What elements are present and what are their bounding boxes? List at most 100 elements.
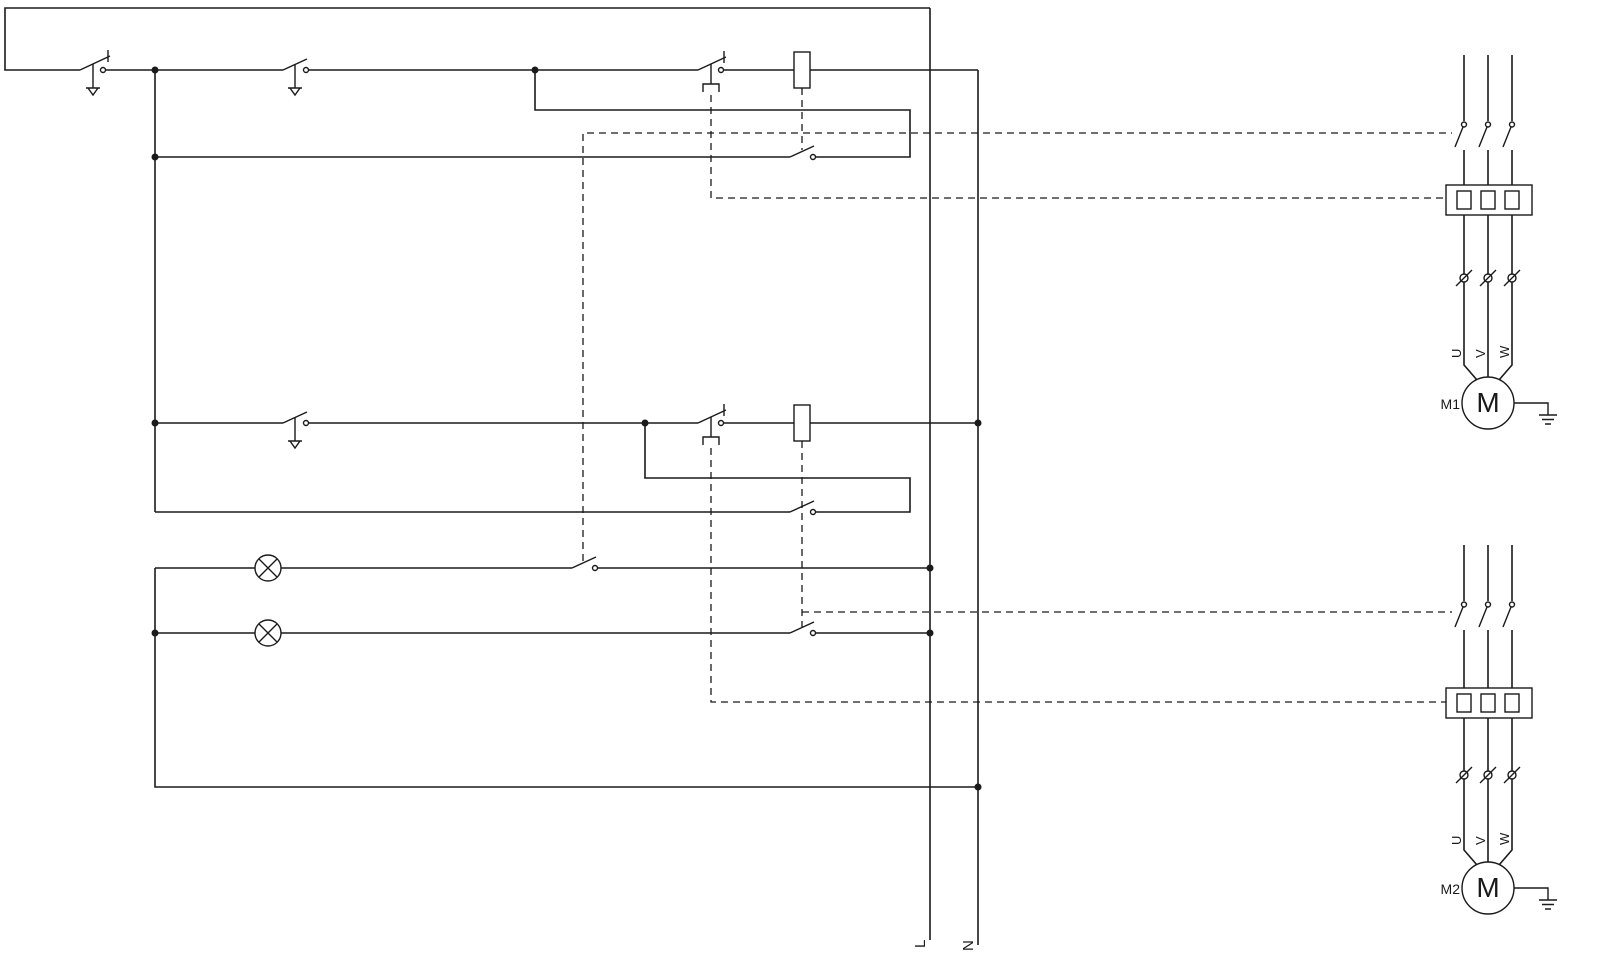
m2-contactor-poles [1454,601,1516,628]
motor-m2: M M2 [1441,861,1515,915]
heater-element [1480,190,1496,210]
junction-dot [974,419,982,427]
contact-terminal [1508,601,1516,608]
motor-letter: M [1476,872,1499,903]
terminal-slashes [1455,766,1521,784]
m2-lower-leads-b [1463,779,1513,866]
motor-name-label: M2 [1441,881,1461,897]
m2-overload-relay [1445,687,1533,719]
contact-terminal [302,419,310,427]
neutral-rail-label: N [960,940,977,951]
junction-dot [151,419,159,427]
overload1-linkage [710,95,1446,199]
contact-terminal [809,508,817,516]
m1-phase-label-w: W [1497,345,1512,358]
coil-k2 [793,404,811,442]
m1-contactor-poles [1454,121,1516,148]
no-contact-arm [789,145,815,158]
motor-m1: M M1 [1441,376,1515,430]
overload2-linkage [710,448,1446,703]
heater-element [1456,190,1472,210]
m1-mid-leads [1463,150,1513,185]
contact-terminal [99,66,107,74]
overload-relay-box [1445,687,1533,719]
holding-contact-k1 [789,145,817,161]
pushbutton-actuator-icon [288,417,302,450]
supply-frame-line [4,7,930,71]
contact-terminal [1484,601,1492,608]
heater-element [1504,693,1520,713]
emergency-stop-button [79,50,111,97]
motor-letter: M [1476,387,1499,418]
terminal-slashes [1455,269,1521,287]
m2-supply-leads [1463,545,1513,601]
contact-terminal [591,564,599,572]
control-circuit: L N [4,7,1452,951]
holding-contact-k2 [789,500,817,516]
motor-branch-m1: U V W M M1 [1441,55,1557,430]
coil-k1 [793,51,811,89]
contact-terminal [717,66,725,74]
pushbutton-actuator-icon [86,64,100,97]
overload-contact-1 [697,51,727,92]
m2-cable-terminals [1455,766,1521,784]
m1-supply-leads [1463,55,1513,121]
m2-lower-leads-a [1463,718,1513,771]
heater-element [1456,693,1472,713]
junction-dot [926,564,934,572]
thermal-overload-icon [702,417,720,445]
junction-dot [151,66,159,74]
contact-terminal [809,629,817,637]
contact-terminal [1508,121,1516,128]
no-contact-arm [571,556,597,569]
m1-lower-leads-b [1463,282,1513,381]
m2-phase-label-v: V [1473,836,1488,845]
motor-branch-m2: U V W M M2 [1441,545,1557,915]
contact-terminal [809,153,817,161]
junction-dot [151,629,159,637]
contact-terminal [717,419,725,427]
m2-phase-label-w: W [1497,832,1512,845]
lamp-switch-k1 [571,556,599,572]
m1-phase-label-v: V [1473,349,1488,358]
mechanical-linkages [582,88,1452,703]
overload-relay-box [1445,184,1533,216]
nc-contact-arm [79,50,111,71]
nc-contact-arm [697,404,727,424]
ground-symbol-m2 [1514,887,1557,910]
lamp-switch-k2 [789,621,817,637]
m2-phase-label-u: U [1449,836,1464,845]
k1-contact-linkage [582,132,1452,561]
thermal-overload-icon [702,64,720,92]
holding-branch-k2-wire [155,423,911,513]
junction-dot [926,629,934,637]
heater-element [1480,693,1496,713]
indicator-lamp-1 [254,554,282,582]
contactor-arms [1454,606,1512,628]
pushbutton-actuator-icon [288,64,302,97]
contactor-arms [1454,126,1512,148]
start-button-2 [282,411,310,450]
contact-terminal [302,66,310,74]
line-rail-label: L [912,940,929,948]
holding-branch-k1-wire [155,70,911,158]
junction-dot [531,66,539,74]
m1-phase-label-u: U [1449,349,1464,358]
motor-name-label: M1 [1441,396,1461,412]
junction-dot [151,153,159,161]
contact-terminal [1460,601,1468,608]
indicator-lamp-2 [254,619,282,647]
overload-contact-2 [697,404,727,445]
lamp-cross-icon [258,623,278,643]
junction-dot [641,419,649,427]
heater-element [1504,190,1520,210]
contact-terminal [1460,121,1468,128]
m1-lower-leads-a [1463,215,1513,274]
junction-dot [974,783,982,791]
lamp-cross-icon [258,558,278,578]
no-contact-arm [789,621,815,634]
nc-contact-arm [697,51,727,71]
contact-terminal [1484,121,1492,128]
lamp-return-wire [154,568,978,788]
